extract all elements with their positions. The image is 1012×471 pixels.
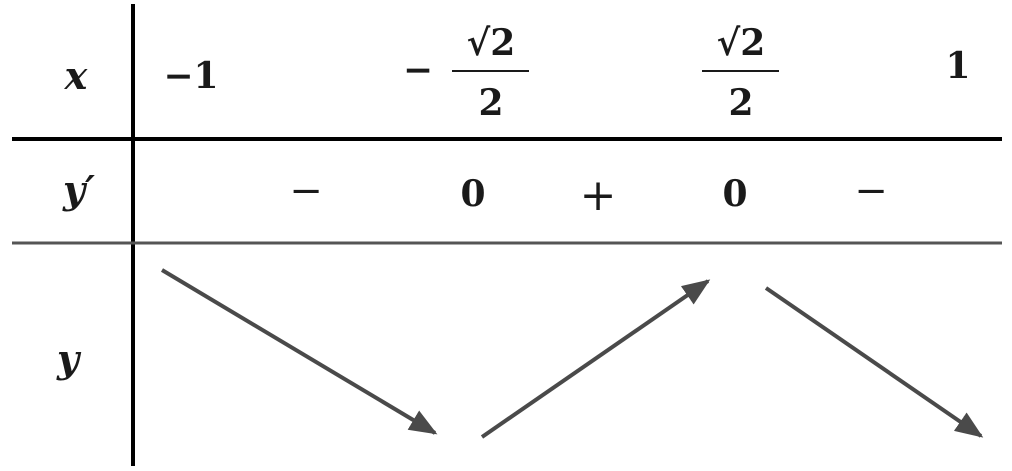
derivative-sign-1: − [289, 168, 323, 214]
x-value-denominator: 2 [728, 82, 753, 124]
x-value-sign: − [403, 49, 433, 91]
derivative-zero-1: 0 [460, 173, 485, 215]
x-value-one: 1 [945, 45, 970, 87]
x-value-numerator: √2 [467, 22, 516, 64]
derivative-zero-2: 0 [722, 173, 747, 215]
row-label-y-prime: y′ [62, 167, 95, 212]
derivative-sign-3: − [854, 168, 888, 214]
row-label-x: x [64, 53, 89, 98]
row-label-y: y [56, 336, 82, 381]
variation-arrow-increasing [480, 279, 711, 439]
x-value-minus-one: −1 [163, 55, 218, 97]
variation-arrow-decreasing-1 [160, 268, 438, 435]
x-value-numerator: √2 [717, 22, 766, 64]
derivative-sign-2: + [580, 170, 617, 221]
x-value-sqrt2-over-2: √2 2 [702, 22, 779, 124]
x-value-denominator: 2 [478, 82, 503, 124]
variation-arrow-decreasing-2 [764, 286, 984, 438]
x-value-minus-sqrt2-over-2: − √2 2 [403, 22, 529, 124]
